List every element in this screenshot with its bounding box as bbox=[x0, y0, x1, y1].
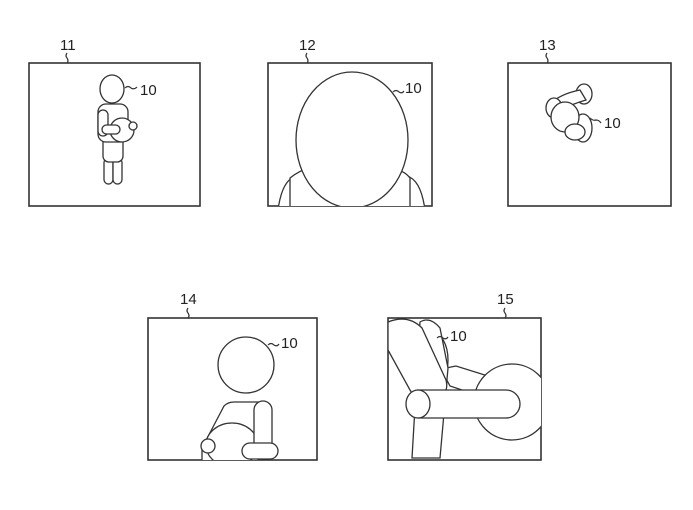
panel-label-12: 12 bbox=[299, 37, 316, 54]
subject-label: 10 bbox=[140, 82, 157, 99]
panel-15: 15 10 bbox=[387, 291, 542, 461]
leader-line bbox=[305, 52, 309, 64]
leader-line bbox=[503, 307, 507, 319]
leader-line bbox=[545, 52, 549, 64]
leader-line bbox=[589, 117, 602, 124]
leader-line bbox=[124, 85, 138, 90]
panel-12: 12 10 bbox=[267, 37, 433, 207]
leader-line bbox=[65, 52, 69, 64]
leader-line bbox=[267, 342, 280, 347]
subject-label: 10 bbox=[405, 80, 422, 97]
camera-frame bbox=[507, 62, 672, 207]
panel-13: 13 10 bbox=[507, 37, 672, 207]
subject-label: 10 bbox=[604, 115, 621, 132]
person-figure-close-up bbox=[388, 318, 541, 459]
leader-line bbox=[186, 307, 190, 319]
subject-label: 10 bbox=[450, 328, 467, 345]
panel-label-11: 11 bbox=[60, 37, 76, 54]
panel-label-13: 13 bbox=[539, 37, 556, 54]
subject-label: 10 bbox=[281, 335, 298, 352]
panel-11: 11 10 bbox=[28, 37, 201, 207]
panel-label-14: 14 bbox=[180, 291, 197, 308]
leader-line bbox=[392, 89, 405, 94]
person-figure bbox=[97, 74, 138, 185]
person-figure-top-view bbox=[545, 83, 593, 143]
panel-label-15: 15 bbox=[497, 291, 514, 308]
person-figure bbox=[200, 336, 279, 460]
person-figure bbox=[277, 71, 426, 206]
leader-line bbox=[436, 335, 449, 340]
panel-14: 14 10 bbox=[147, 291, 318, 461]
camera-frame bbox=[28, 62, 201, 207]
